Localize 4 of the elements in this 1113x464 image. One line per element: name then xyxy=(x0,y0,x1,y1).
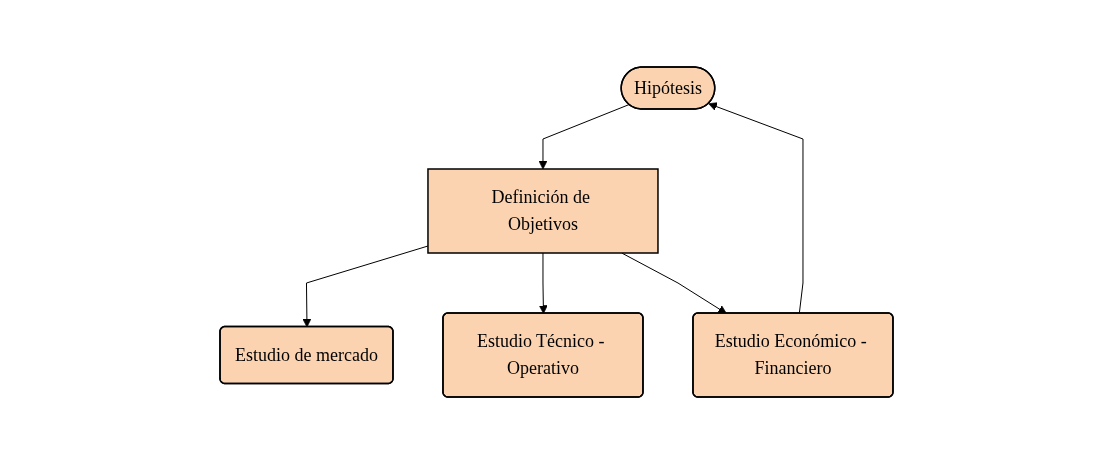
arrow xyxy=(708,102,804,314)
node-box: Definición de Objetivos xyxy=(427,168,659,254)
arrow xyxy=(538,104,630,170)
arrow xyxy=(538,252,548,314)
